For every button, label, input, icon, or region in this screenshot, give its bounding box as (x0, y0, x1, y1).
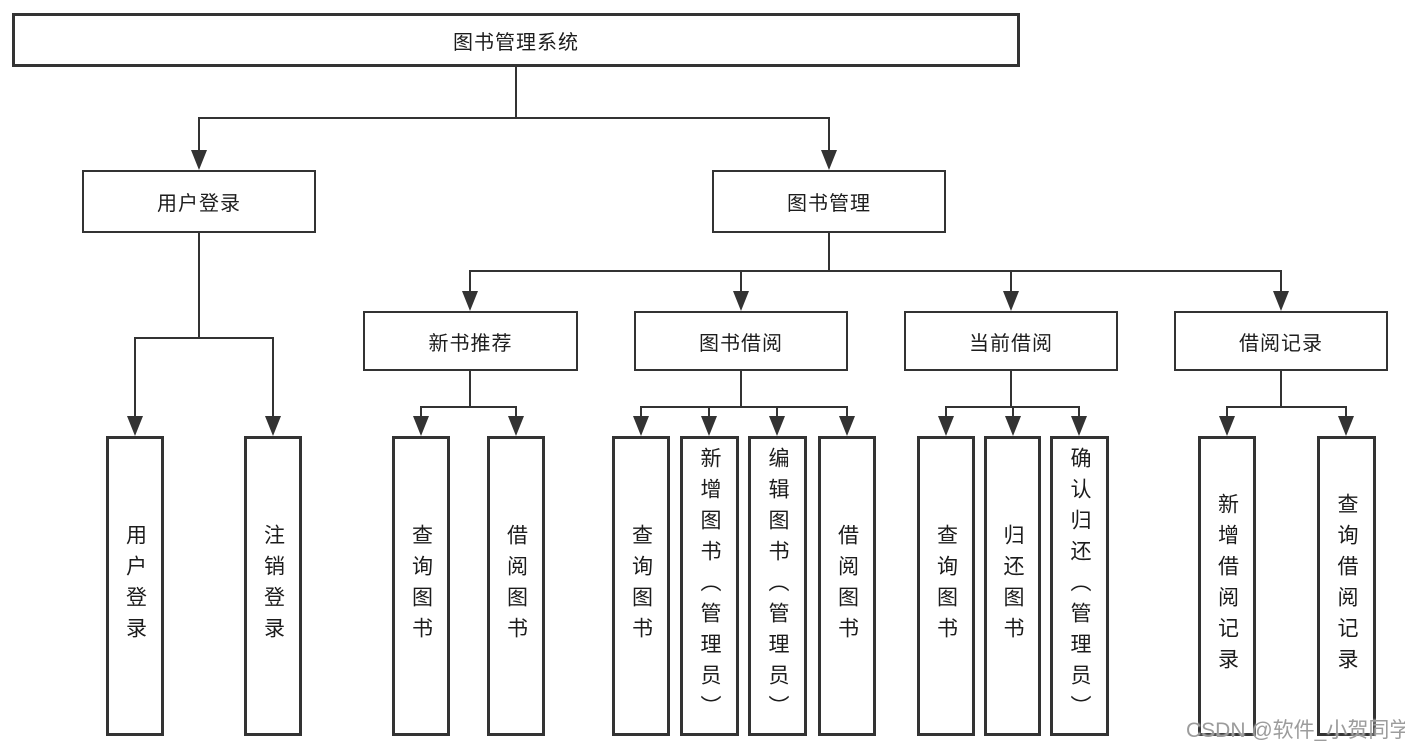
connector-line (740, 270, 742, 295)
arrow-down-icon (508, 416, 524, 436)
node-label: 图书借阅 (699, 332, 783, 355)
leaf-label: 确认归还（管理员） (1068, 446, 1091, 726)
leaf-user-login: 用户登录 (106, 436, 164, 736)
connector-line (198, 117, 830, 119)
connector-line (1280, 270, 1282, 295)
connector-line (1226, 406, 1228, 420)
leaf-label: 查询图书 (409, 524, 433, 648)
connector-line (515, 406, 517, 420)
arrow-down-icon (769, 416, 785, 436)
connector-line (740, 371, 742, 408)
leaf-confirm-return-admin: 确认归还（管理员） (1050, 436, 1109, 736)
leaf-label: 新增图书（管理员） (698, 446, 721, 726)
node-label: 图书管理 (787, 193, 871, 215)
leaf-label: 查询借阅记录 (1335, 493, 1358, 679)
node-label: 借阅记录 (1239, 332, 1323, 355)
arrow-down-icon (821, 150, 837, 170)
node-current-borrowing: 当前借阅 (904, 311, 1118, 371)
connector-line (469, 270, 1282, 272)
connector-line (134, 337, 136, 419)
leaf-query-books: 查询图书 (392, 436, 450, 736)
node-label: 图书管理系统 (453, 31, 579, 54)
connector-line (708, 406, 710, 420)
leaf-edit-book-admin: 编辑图书（管理员） (748, 436, 807, 736)
arrow-down-icon (462, 291, 478, 311)
arrow-down-icon (265, 416, 281, 436)
leaf-borrow-books: 借阅图书 (818, 436, 876, 736)
node-library-management-system: 图书管理系统 (12, 13, 1020, 67)
leaf-logout: 注销登录 (244, 436, 302, 736)
arrow-down-icon (839, 416, 855, 436)
arrow-down-icon (1071, 416, 1087, 436)
leaf-label: 查询图书 (629, 524, 653, 648)
node-label: 当前借阅 (969, 332, 1053, 355)
watermark: CSDN @软件_小贺同学 (1186, 719, 1405, 742)
arrow-down-icon (191, 150, 207, 170)
connector-line (945, 406, 947, 420)
arrow-down-icon (1338, 416, 1354, 436)
arrow-down-icon (127, 416, 143, 436)
arrow-down-icon (1273, 291, 1289, 311)
arrow-down-icon (413, 416, 429, 436)
connector-line (469, 371, 471, 408)
connector-line (420, 406, 422, 420)
connector-line (1010, 371, 1012, 408)
arrow-down-icon (1219, 416, 1235, 436)
connector-line (469, 270, 471, 295)
connector-line (828, 233, 830, 272)
node-label: 用户登录 (157, 193, 241, 215)
connector-line (640, 406, 642, 420)
connector-line (846, 406, 848, 420)
connector-line (1280, 371, 1282, 408)
leaf-label: 查询图书 (934, 524, 958, 648)
arrow-down-icon (701, 416, 717, 436)
node-new-book-recommendation: 新书推荐 (363, 311, 578, 371)
connector-line (776, 406, 778, 420)
connector-line (828, 117, 830, 153)
node-label: 新书推荐 (428, 332, 513, 355)
connector-line (515, 67, 517, 118)
connector-line (134, 337, 274, 339)
leaf-label: 编辑图书（管理员） (766, 446, 789, 726)
arrow-down-icon (733, 291, 749, 311)
leaf-label: 用户登录 (123, 524, 147, 648)
node-book-borrowing: 图书借阅 (634, 311, 848, 371)
leaf-query-books: 查询图书 (917, 436, 975, 736)
leaf-add-book-admin: 新增图书（管理员） (680, 436, 739, 736)
connector-line (1010, 270, 1012, 295)
leaf-label: 借阅图书 (504, 524, 528, 648)
leaf-query-books: 查询图书 (612, 436, 670, 736)
leaf-return-books: 归还图书 (984, 436, 1041, 736)
leaf-borrow-books: 借阅图书 (487, 436, 545, 736)
node-book-management: 图书管理 (712, 170, 946, 233)
arrow-down-icon (633, 416, 649, 436)
connector-line (1078, 406, 1080, 420)
node-borrowing-records: 借阅记录 (1174, 311, 1388, 371)
arrow-down-icon (1003, 291, 1019, 311)
node-user-login: 用户登录 (82, 170, 316, 233)
leaf-label: 新增借阅记录 (1215, 493, 1239, 679)
connector-line (198, 233, 200, 339)
connector-line (272, 337, 274, 419)
leaf-add-borrow-record: 新增借阅记录 (1198, 436, 1256, 736)
leaf-label: 注销登录 (261, 524, 285, 648)
arrow-down-icon (938, 416, 954, 436)
arrow-down-icon (1005, 416, 1021, 436)
connector-line (420, 406, 517, 408)
connector-line (198, 117, 200, 153)
leaf-label: 归还图书 (1001, 524, 1024, 648)
connector-line (1012, 406, 1014, 420)
leaf-query-borrow-record: 查询借阅记录 (1317, 436, 1376, 736)
connector-line (640, 406, 848, 408)
connector-line (1345, 406, 1347, 420)
leaf-label: 借阅图书 (835, 524, 859, 648)
connector-line (1226, 406, 1347, 408)
